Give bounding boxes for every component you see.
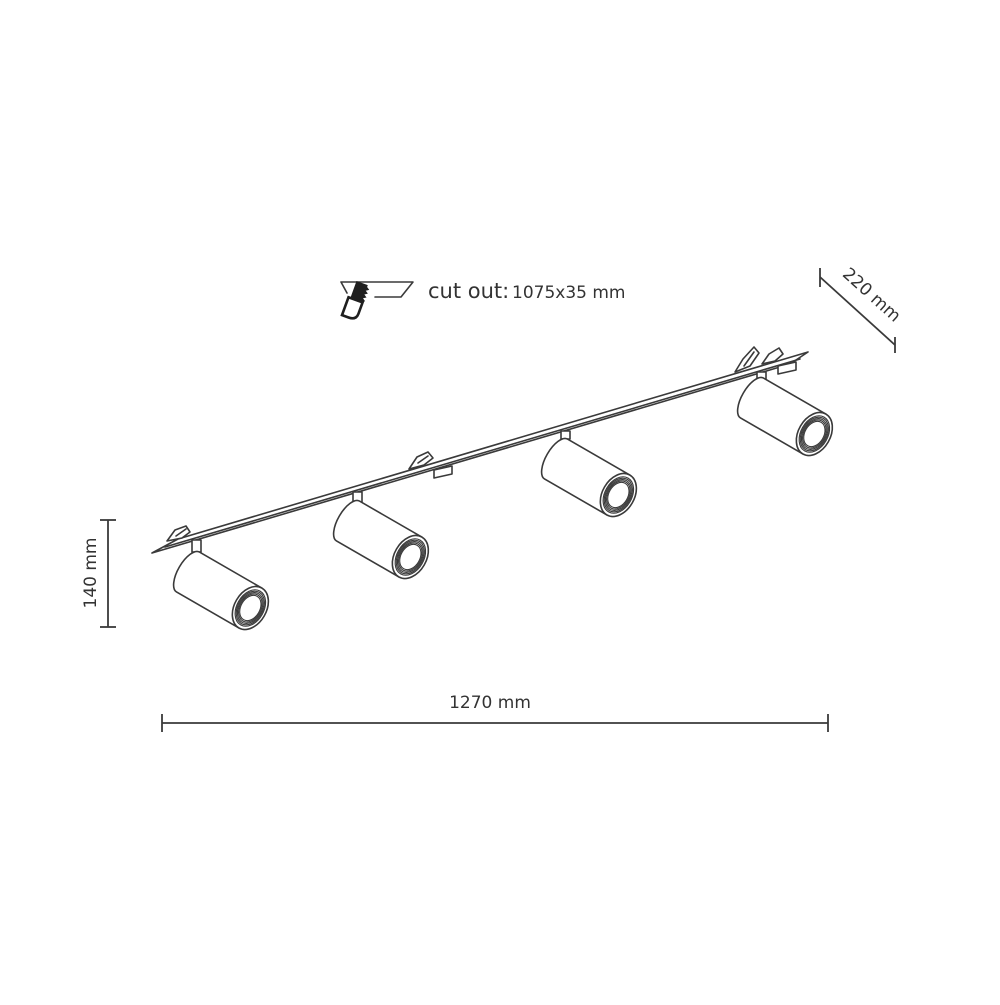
spotlight-lens-rings: [394, 538, 427, 576]
spotlight-3: [540, 437, 638, 518]
track-slot-line: [164, 358, 801, 548]
spotlight-lens-rings: [602, 476, 635, 514]
spring-clip-left-lever: [175, 528, 187, 537]
saw-handle: [340, 295, 365, 320]
height-dimension: 140 mm: [81, 519, 116, 628]
recessed-track: [151, 346, 809, 554]
spotlight-lens-rings: [234, 589, 267, 627]
spring-clip-middle-lever: [417, 455, 429, 464]
cut-out-label: cut out:: [428, 279, 509, 303]
saw-blade: [350, 281, 370, 303]
length-dimension: 1270 mm: [161, 693, 829, 732]
cut-out-value: 1075x35 mm: [512, 283, 625, 303]
spotlight-lens-rings: [798, 415, 831, 453]
cut-out-note: cut out: 1075x35 mm: [340, 279, 625, 320]
depth-dimension-line: [819, 276, 896, 346]
spring-clip-right-b: [761, 347, 784, 365]
height-dimension-label: 140 mm: [81, 538, 101, 609]
spring-clip-right-a-lever: [743, 351, 755, 367]
spotlight-mount-1: [191, 539, 202, 553]
track-plate: [151, 351, 809, 554]
track-tab-right: [777, 361, 797, 375]
spotlight-1: [172, 550, 270, 631]
depth-dimension: 220 mm: [819, 264, 904, 353]
depth-dimension-label: 220 mm: [838, 264, 904, 326]
spotlight-2: [332, 499, 430, 580]
spotlight-4: [736, 376, 834, 457]
length-dimension-label: 1270 mm: [449, 693, 531, 713]
saw-cut-out-icon: [340, 281, 414, 320]
track-tab-middle: [433, 465, 453, 479]
